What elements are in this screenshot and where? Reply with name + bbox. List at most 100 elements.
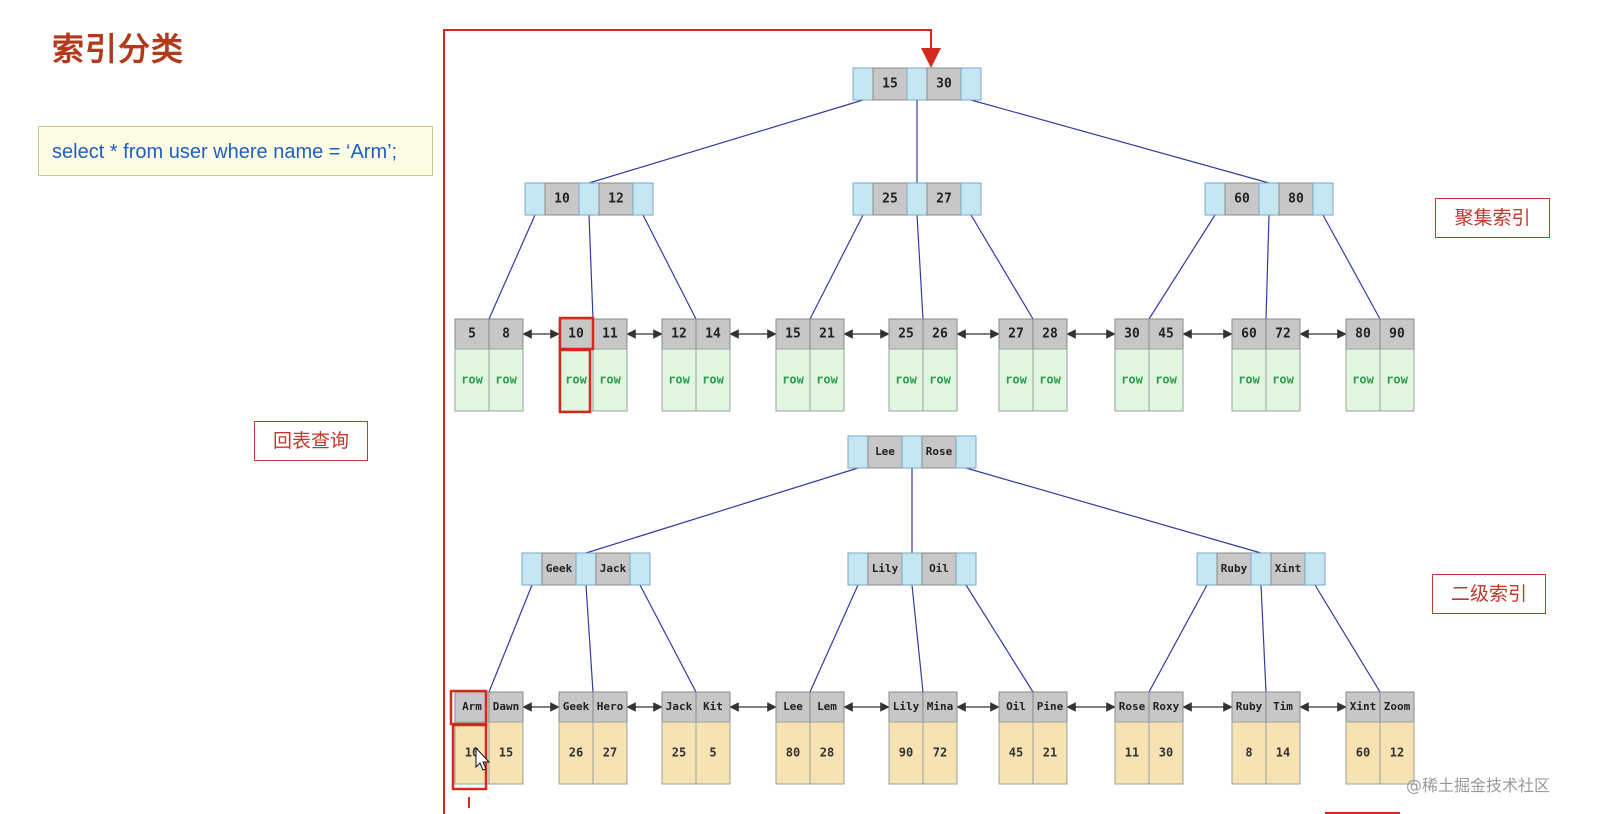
- secondary-leaf-node-key-label: Kit: [703, 700, 723, 713]
- secondary-leaf-node-value-label: 25: [672, 746, 686, 760]
- secondary-edge: [965, 584, 1034, 693]
- secondary-root-node-key: [867, 435, 903, 469]
- secondary-leaf-node-key: [1148, 691, 1184, 723]
- secondary-leaf-node-value: [558, 721, 594, 785]
- clustered-edge: [642, 214, 697, 320]
- clustered-leaf-node-value-label: row: [1352, 373, 1374, 387]
- clustered-leaf-node-key: [1114, 318, 1150, 350]
- secondary-leaf-node-key-label: Zoom: [1384, 700, 1411, 713]
- secondary-internal-node-key-label: Oil: [929, 562, 949, 575]
- secondary-edge: [639, 584, 697, 693]
- secondary-root-node-pointer: [901, 435, 923, 469]
- secondary-edge: [911, 584, 924, 693]
- secondary-leaf-node-key-label: Oil: [1006, 700, 1026, 713]
- clustered-leaf-node-key-label: 80: [1355, 327, 1371, 342]
- secondary-leaf-node-key: [1345, 691, 1381, 723]
- clustered-leaf-node-value-label: row: [1039, 373, 1061, 387]
- secondary-leaf-node-value: [1265, 721, 1301, 785]
- clustered-edge: [1148, 214, 1216, 320]
- clustered-leaf-node-value-label: row: [495, 373, 517, 387]
- clustered-leaf-node-key: [1379, 318, 1415, 350]
- clustered-leaf-node-value-label: row: [816, 373, 838, 387]
- secondary-leaf-node-value: [1148, 721, 1184, 785]
- clustered-root-node-key: [926, 67, 962, 101]
- secondary-leaf-node-value-label: 60: [1356, 746, 1370, 760]
- clustered-leaf-node-key-label: 15: [785, 327, 801, 342]
- secondary-leaf-node-value: [922, 721, 958, 785]
- secondary-leaf-node-value-label: 28: [820, 746, 834, 760]
- clustered-leaf-node-key-label: 14: [705, 327, 721, 342]
- secondary-leaf-node-key: [998, 691, 1034, 723]
- secondary-leaf-node-key: [775, 691, 811, 723]
- secondary-leaf-node-value-label: 14: [1276, 746, 1290, 760]
- clustered-edge: [588, 214, 594, 320]
- secondary-leaf-node-value-label: 45: [1009, 746, 1023, 760]
- clustered-leaf-node-key: [998, 318, 1034, 350]
- clustered-leaf-node-value: [888, 348, 924, 412]
- secondary-internal-node-key-label: Geek: [546, 562, 573, 575]
- secondary-edge: [1260, 584, 1267, 693]
- clustered-index-label: 聚集索引: [1435, 198, 1550, 238]
- clustered-leaf-node-key-label: 72: [1275, 327, 1291, 342]
- clustered-leaf-node-key-label: 26: [932, 327, 948, 342]
- secondary-leaf-node-value: [809, 721, 845, 785]
- clustered-leaf-node-key: [1265, 318, 1301, 350]
- secondary-internal-node-key: [867, 552, 903, 586]
- clustered-internal-node-key: [1278, 182, 1314, 216]
- clustered-internal-node-pointer: [1258, 182, 1280, 216]
- secondary-leaf-node-value: [1231, 721, 1267, 785]
- clustered-root-node-key-label: 15: [882, 77, 898, 92]
- secondary-leaf-node-value-label: 72: [933, 746, 947, 760]
- clustered-internal-node-key: [544, 182, 580, 216]
- clustered-leaf-node-value: [592, 348, 628, 412]
- secondary-edge: [1148, 584, 1208, 693]
- secondary-leaf-node-value-label: 5: [709, 746, 716, 760]
- clustered-edge: [588, 99, 864, 184]
- secondary-leaf-node-value: [775, 721, 811, 785]
- secondary-leaf-node-value-label: 30: [1159, 746, 1173, 760]
- clustered-internal-node-pointer: [960, 182, 982, 216]
- clustered-internal-node-key-label: 10: [554, 192, 570, 207]
- clustered-leaf-node-value: [998, 348, 1034, 412]
- clustered-leaf-node-value: [809, 348, 845, 412]
- secondary-edge: [809, 584, 859, 693]
- secondary-leaf-node-value: [888, 721, 924, 785]
- clustered-leaf-node-key-label: 45: [1158, 327, 1174, 342]
- secondary-edge: [1314, 584, 1381, 693]
- clustered-leaf-node-value: [1265, 348, 1301, 412]
- clustered-leaf-node-value-label: row: [1005, 373, 1027, 387]
- clustered-leaf-node-key: [1148, 318, 1184, 350]
- clustered-internal-node-pointer: [1312, 182, 1334, 216]
- clustered-leaf-node-key-label: 27: [1008, 327, 1024, 342]
- secondary-leaf-node-value-label: 27: [603, 746, 617, 760]
- secondary-leaf-node-value: [695, 721, 731, 785]
- secondary-leaf-node-value: [998, 721, 1034, 785]
- clustered-leaf-node-value-label: row: [702, 373, 724, 387]
- clustered-internal-node-key: [872, 182, 908, 216]
- clustered-leaf-node-value-label: row: [895, 373, 917, 387]
- secondary-pk-highlight: [451, 723, 488, 791]
- sql-query-box: select * from user where name = ‘Arm’;: [38, 126, 433, 176]
- clustered-leaf-node-key: [695, 318, 731, 350]
- secondary-internal-node-pointer: [955, 552, 977, 586]
- secondary-leaf-node-key-label: Hero: [597, 700, 624, 713]
- clustered-leaf-node-key: [454, 318, 490, 350]
- clustered-leaf-node-value-label: row: [1155, 373, 1177, 387]
- secondary-leaf-node-key-label: Jack: [666, 700, 693, 713]
- secondary-root-node-pointer: [955, 435, 977, 469]
- clustered-leaf-node-value: [695, 348, 731, 412]
- clustered-leaf-node-value-label: row: [1386, 373, 1408, 387]
- clustered-leaf-node-value: [488, 348, 524, 412]
- secondary-leaf-node-key: [1231, 691, 1267, 723]
- secondary-leaf-node-key: [488, 691, 524, 723]
- secondary-internal-node-key-label: Lily: [872, 562, 899, 575]
- clustered-root-node-pointer: [960, 67, 982, 101]
- secondary-index-label: 二级索引: [1432, 574, 1546, 614]
- clustered-leaf-node-key-label: 60: [1241, 327, 1257, 342]
- clustered-leaf-node-key: [488, 318, 524, 350]
- clustered-row-highlight: [558, 348, 592, 414]
- secondary-leaf-node-key-label: Xint: [1350, 700, 1377, 713]
- clustered-root-node-pointer: [906, 67, 928, 101]
- secondary-leaf-node-key-label: Lily: [893, 700, 920, 713]
